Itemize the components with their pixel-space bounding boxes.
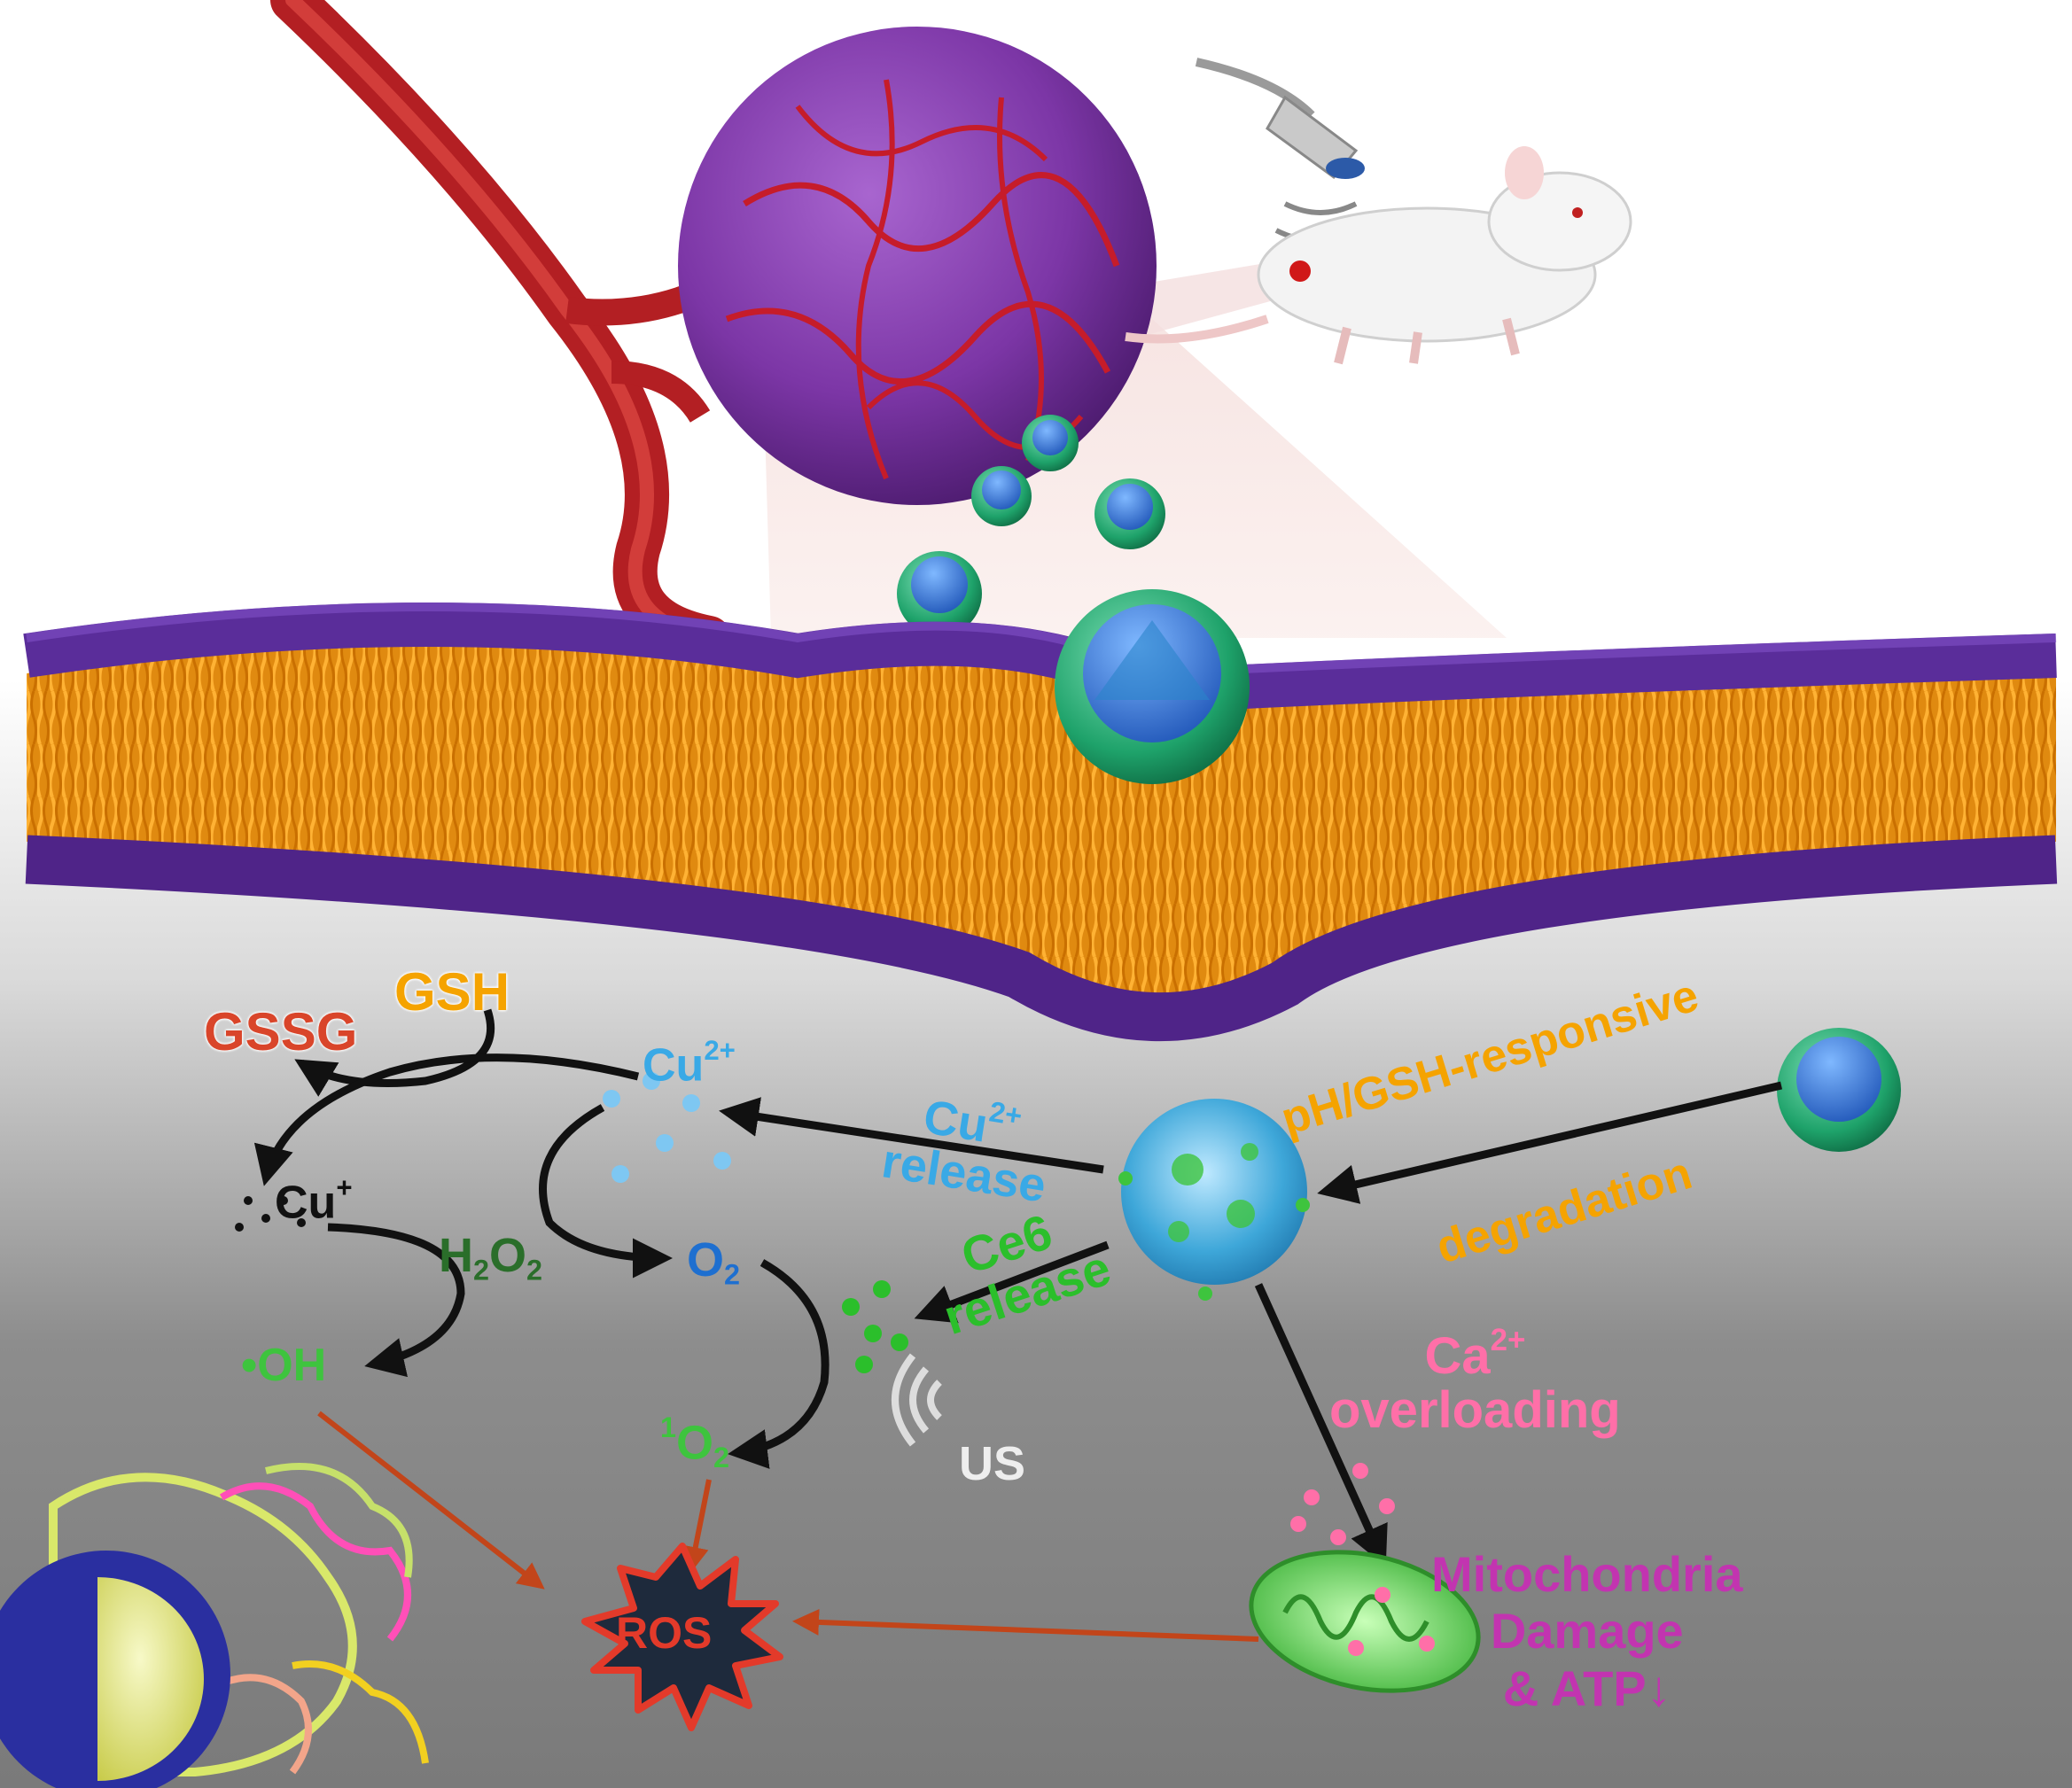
label-o2: O2 [687,1233,741,1291]
arrow-particle-to-mitochondria [1254,1283,1388,1567]
arrow-cu2-to-cuplus [253,1053,640,1186]
label-h2o2: H2O2 [439,1229,543,1287]
nanoparticle-degrading [1118,1099,1310,1301]
ros-burst [581,1543,783,1731]
atp-down-arrow: ↓ [1646,1660,1671,1716]
nanoparticle-stream [897,415,1165,636]
label-us: US [959,1437,1026,1490]
arrow-particle-to-ce6 [914,1240,1110,1324]
tumor [678,27,1157,505]
cell-cartoon [0,1463,429,1788]
ultrasound-waves-icon [892,1353,942,1447]
arrow-intact-to-degrading [1317,1081,1783,1204]
arrow-h2o2-to-o2 [539,1104,673,1279]
cell-membrane [23,602,2058,1042]
label-singlet-oxygen: 1O2 [660,1411,730,1474]
copper-plus-dots [235,1196,306,1232]
mouse [1125,146,1632,365]
nanoparticle-entering [1055,589,1250,784]
arrow-gsh-to-gssg [294,1008,495,1097]
label-calcium-overloading: Ca2+ overloading [1329,1323,1621,1439]
label-gsh: GSH [394,962,510,1022]
label-hydroxyl: •OH [241,1340,327,1391]
label-cu2: Cu2+ [643,1035,736,1092]
arrow-oh-to-ros [317,1411,545,1590]
reaction-arrows [253,1008,1783,1567]
label-mitochondria-damage: Mitochondria Damage & ATP↓ [1431,1546,1743,1716]
blood-vessel [270,0,731,660]
label-ros: ROS [616,1608,713,1658]
arrow-singlet-to-ros [682,1479,712,1574]
arrow-mito-to-ros [792,1608,1259,1642]
copper-ion-dots [603,1072,731,1183]
mitochondrion [1249,1550,1481,1693]
ros-arrows [317,1411,1259,1642]
calcium-dots [1290,1463,1395,1545]
label-gssg: GSSG [204,1002,358,1061]
nanoparticle-intact [1777,1028,1901,1152]
arrow-particle-to-cu2 [719,1097,1104,1174]
ce6-dots [842,1280,908,1373]
arrow-cuplus-to-oh [327,1223,465,1378]
label-cu-plus: Cu+ [275,1172,353,1229]
arrow-o2-to-singlet [728,1259,830,1469]
